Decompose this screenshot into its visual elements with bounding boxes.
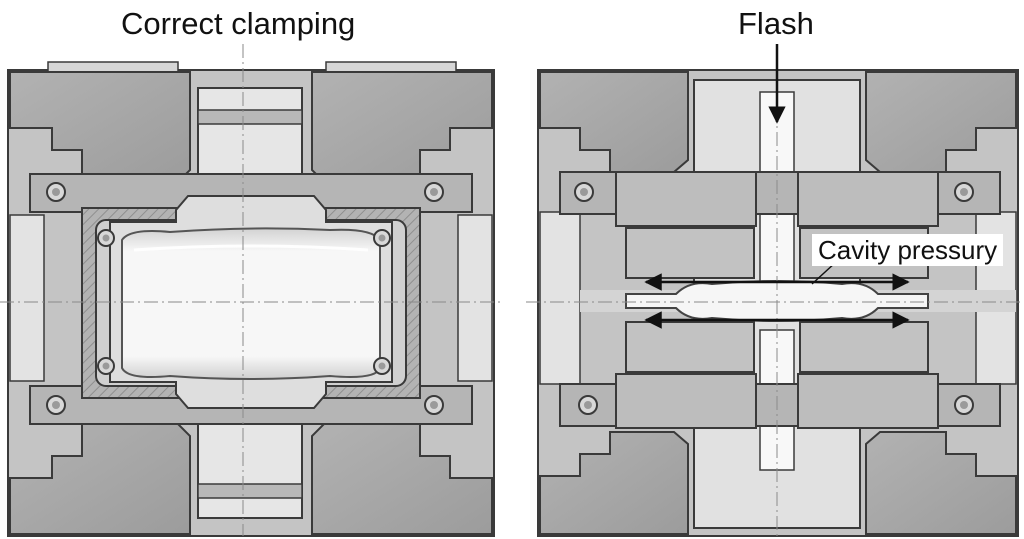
left-diagram-title: Correct clamping	[121, 6, 356, 41]
bolt-icon	[954, 182, 974, 202]
left-block-bottom-left	[9, 423, 191, 535]
left-side-rail-left	[9, 214, 45, 382]
left-block-top-left	[9, 71, 191, 183]
left-block-top-right	[311, 71, 493, 183]
right-inner-block-lower-right	[797, 373, 939, 429]
bolt-icon	[373, 357, 391, 375]
bolt-icon	[424, 182, 444, 202]
bolt-icon	[578, 395, 598, 415]
cavity-pressure-label: Cavity pressury	[812, 234, 1004, 266]
left-molten-highlight	[133, 244, 369, 252]
right-mold	[526, 44, 1024, 537]
left-top-channel-bar	[197, 109, 303, 125]
left-bottom-channel-bar	[197, 483, 303, 499]
right-inner-block-lower-left	[615, 373, 757, 429]
bolt-icon	[574, 182, 594, 202]
bolt-icon	[46, 395, 66, 415]
right-block-top-left	[539, 71, 689, 173]
bolt-icon	[424, 395, 444, 415]
right-inner-block-mid-lower-left	[625, 321, 755, 373]
right-inner-block-mid-upper-left	[625, 227, 755, 279]
left-block-bottom-right	[311, 423, 493, 535]
right-diagram-title: Flash	[738, 6, 814, 41]
left-top-lip-right	[325, 61, 457, 73]
bolt-icon	[97, 357, 115, 375]
right-inner-block-upper-left	[615, 171, 757, 227]
right-block-bottom-right	[865, 431, 1017, 535]
left-mold	[0, 44, 500, 537]
right-block-bottom-left	[539, 431, 689, 535]
right-block-top-right	[865, 71, 1017, 173]
bolt-icon	[954, 395, 974, 415]
left-side-rail-right	[457, 214, 493, 382]
right-inner-block-upper-right	[797, 171, 939, 227]
right-side-rail-left	[539, 211, 581, 385]
right-inner-block-mid-lower-right	[799, 321, 929, 373]
left-molten-plastic	[121, 227, 381, 380]
bolt-icon	[46, 182, 66, 202]
bolt-icon	[373, 229, 391, 247]
bolt-icon	[97, 229, 115, 247]
left-top-lip	[47, 61, 179, 73]
